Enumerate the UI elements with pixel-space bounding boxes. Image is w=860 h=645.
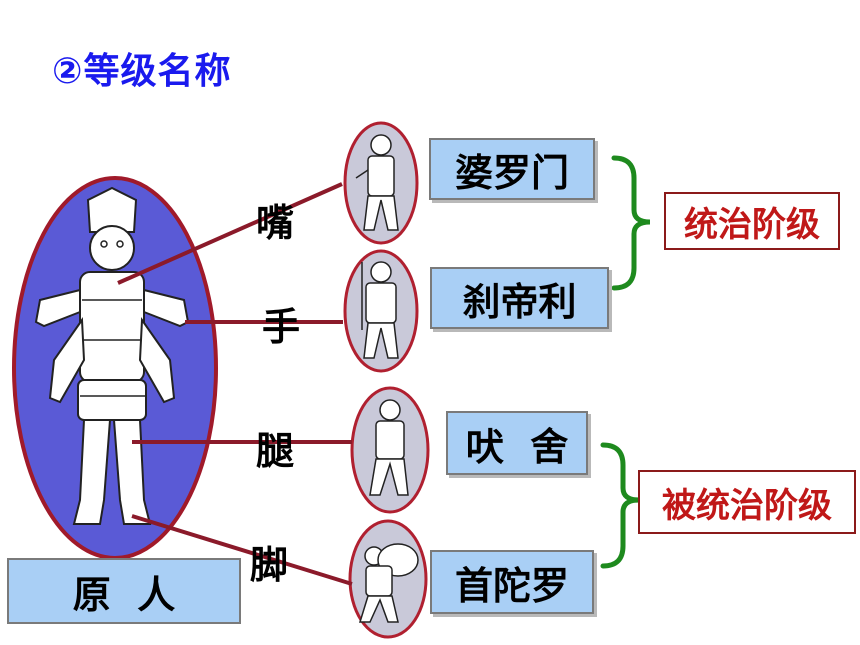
caste-brahmin: 婆罗门 (429, 138, 595, 200)
shudra-figure (348, 519, 428, 639)
origin-label: 原 人 (7, 558, 241, 624)
class-ruling: 统治阶级 (664, 192, 840, 250)
line-mouth-to-brahmin (117, 182, 343, 285)
ruling-bracket (611, 155, 651, 291)
kshatriya-figure (343, 249, 419, 373)
caste-shudra: 首陀罗 (430, 550, 594, 614)
caste-vaishya: 吠 舍 (446, 411, 588, 475)
primordial-man-illustration (12, 176, 218, 560)
class-ruled: 被统治阶级 (638, 470, 856, 534)
body-part-mouth: 嘴 (256, 201, 295, 245)
body-part-hand: 手 (262, 305, 301, 349)
ruled-bracket (600, 442, 640, 569)
brahmin-figure (343, 121, 419, 245)
connector-lines (117, 182, 353, 586)
line-foot-to-shudra (131, 514, 353, 586)
page-title: ②等级名称 (52, 51, 232, 92)
body-part-foot: 脚 (250, 543, 289, 587)
caste-kshatriya: 刹帝利 (430, 267, 609, 329)
body-part-leg: 腿 (256, 429, 295, 473)
vaishya-figure (350, 386, 430, 514)
